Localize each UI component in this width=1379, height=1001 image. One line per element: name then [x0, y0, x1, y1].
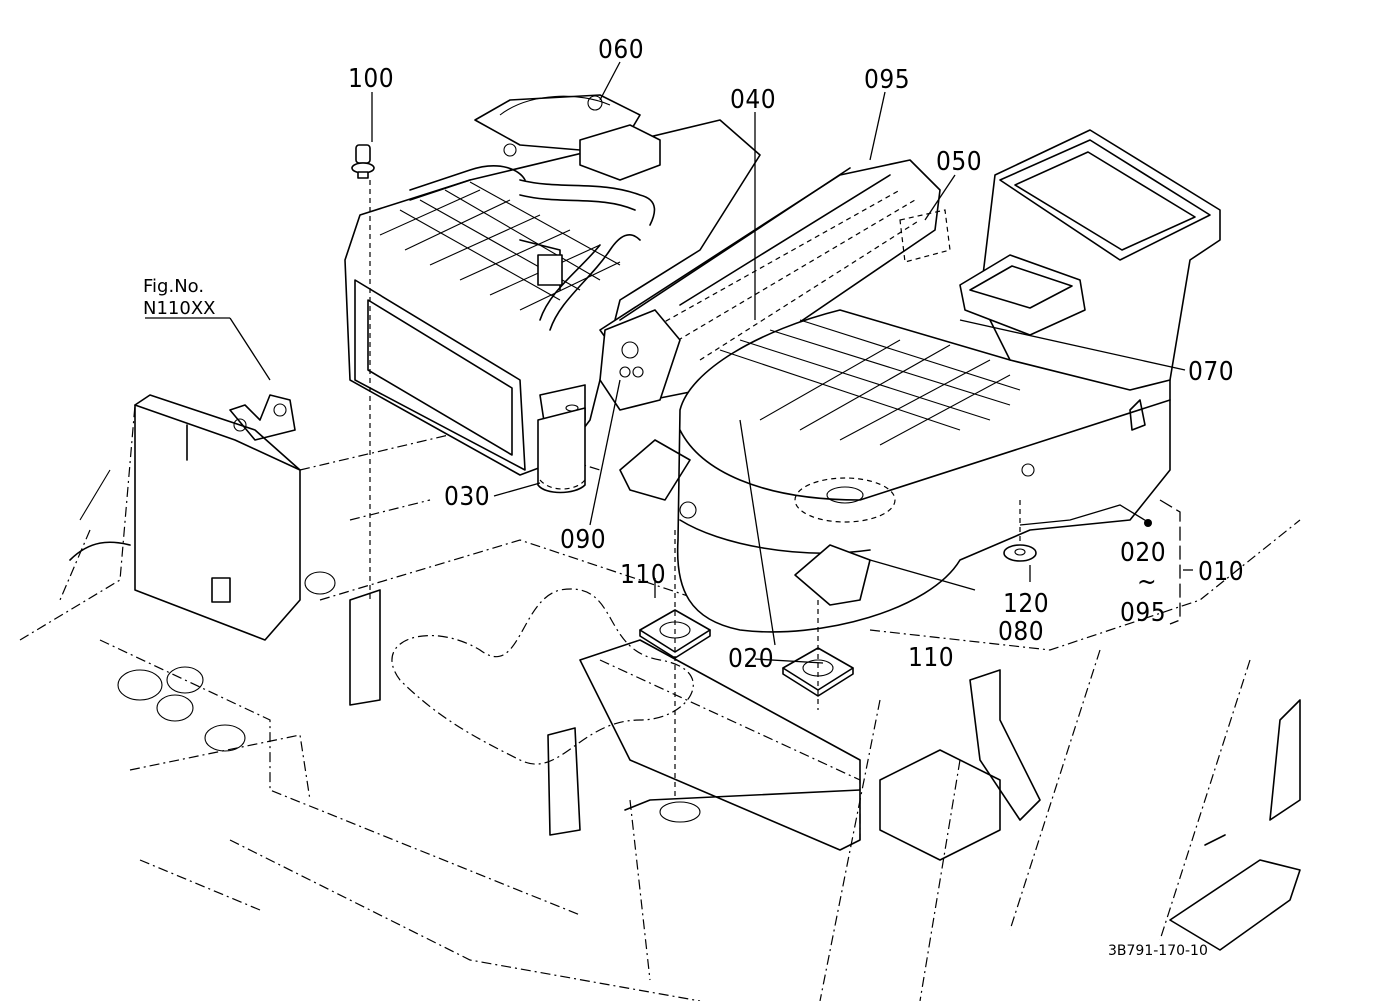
fig-ref-line2: N110XX	[143, 298, 215, 319]
callout-070: 070	[1188, 357, 1234, 387]
callout-010-assembly: 010	[1198, 557, 1244, 587]
drain-tube	[537, 407, 586, 494]
expansion-valve	[599, 309, 681, 411]
washer-120	[1003, 544, 1037, 562]
bolt-100	[351, 144, 375, 179]
callout-120: 120	[1003, 589, 1049, 619]
left-bracket-plate	[134, 404, 301, 641]
floor-step-plate	[579, 639, 861, 851]
callout-040: 040	[730, 85, 776, 115]
callout-050: 050	[936, 147, 982, 177]
range-tilde: ~	[1137, 567, 1157, 597]
callout-100: 100	[348, 64, 394, 94]
fig-ref-line1: Fig.No.	[143, 276, 204, 297]
callout-080: 080	[998, 617, 1044, 647]
callout-labels: 100 060 040 095 050 070 030 090 110 020 …	[143, 35, 1244, 959]
callout-060: 060	[598, 35, 644, 65]
callout-095: 095	[864, 65, 910, 95]
range-from-label: 020	[1120, 538, 1166, 568]
hvac-unit-assembly	[344, 94, 1221, 633]
range-to-label: 095	[1120, 598, 1166, 628]
blower-housing	[676, 309, 1171, 633]
drawing-number: 3B791-170-10	[1108, 943, 1208, 959]
callout-030: 030	[444, 482, 490, 512]
callout-110-right: 110	[908, 643, 954, 673]
cushion-110-right	[782, 647, 854, 697]
callout-020: 020	[728, 644, 774, 674]
callout-090: 090	[560, 525, 606, 555]
loose-parts	[369, 180, 1037, 800]
blower-motor-bracket	[794, 544, 871, 606]
leader-lines	[145, 61, 1193, 664]
callout-110-left: 110	[620, 560, 666, 590]
